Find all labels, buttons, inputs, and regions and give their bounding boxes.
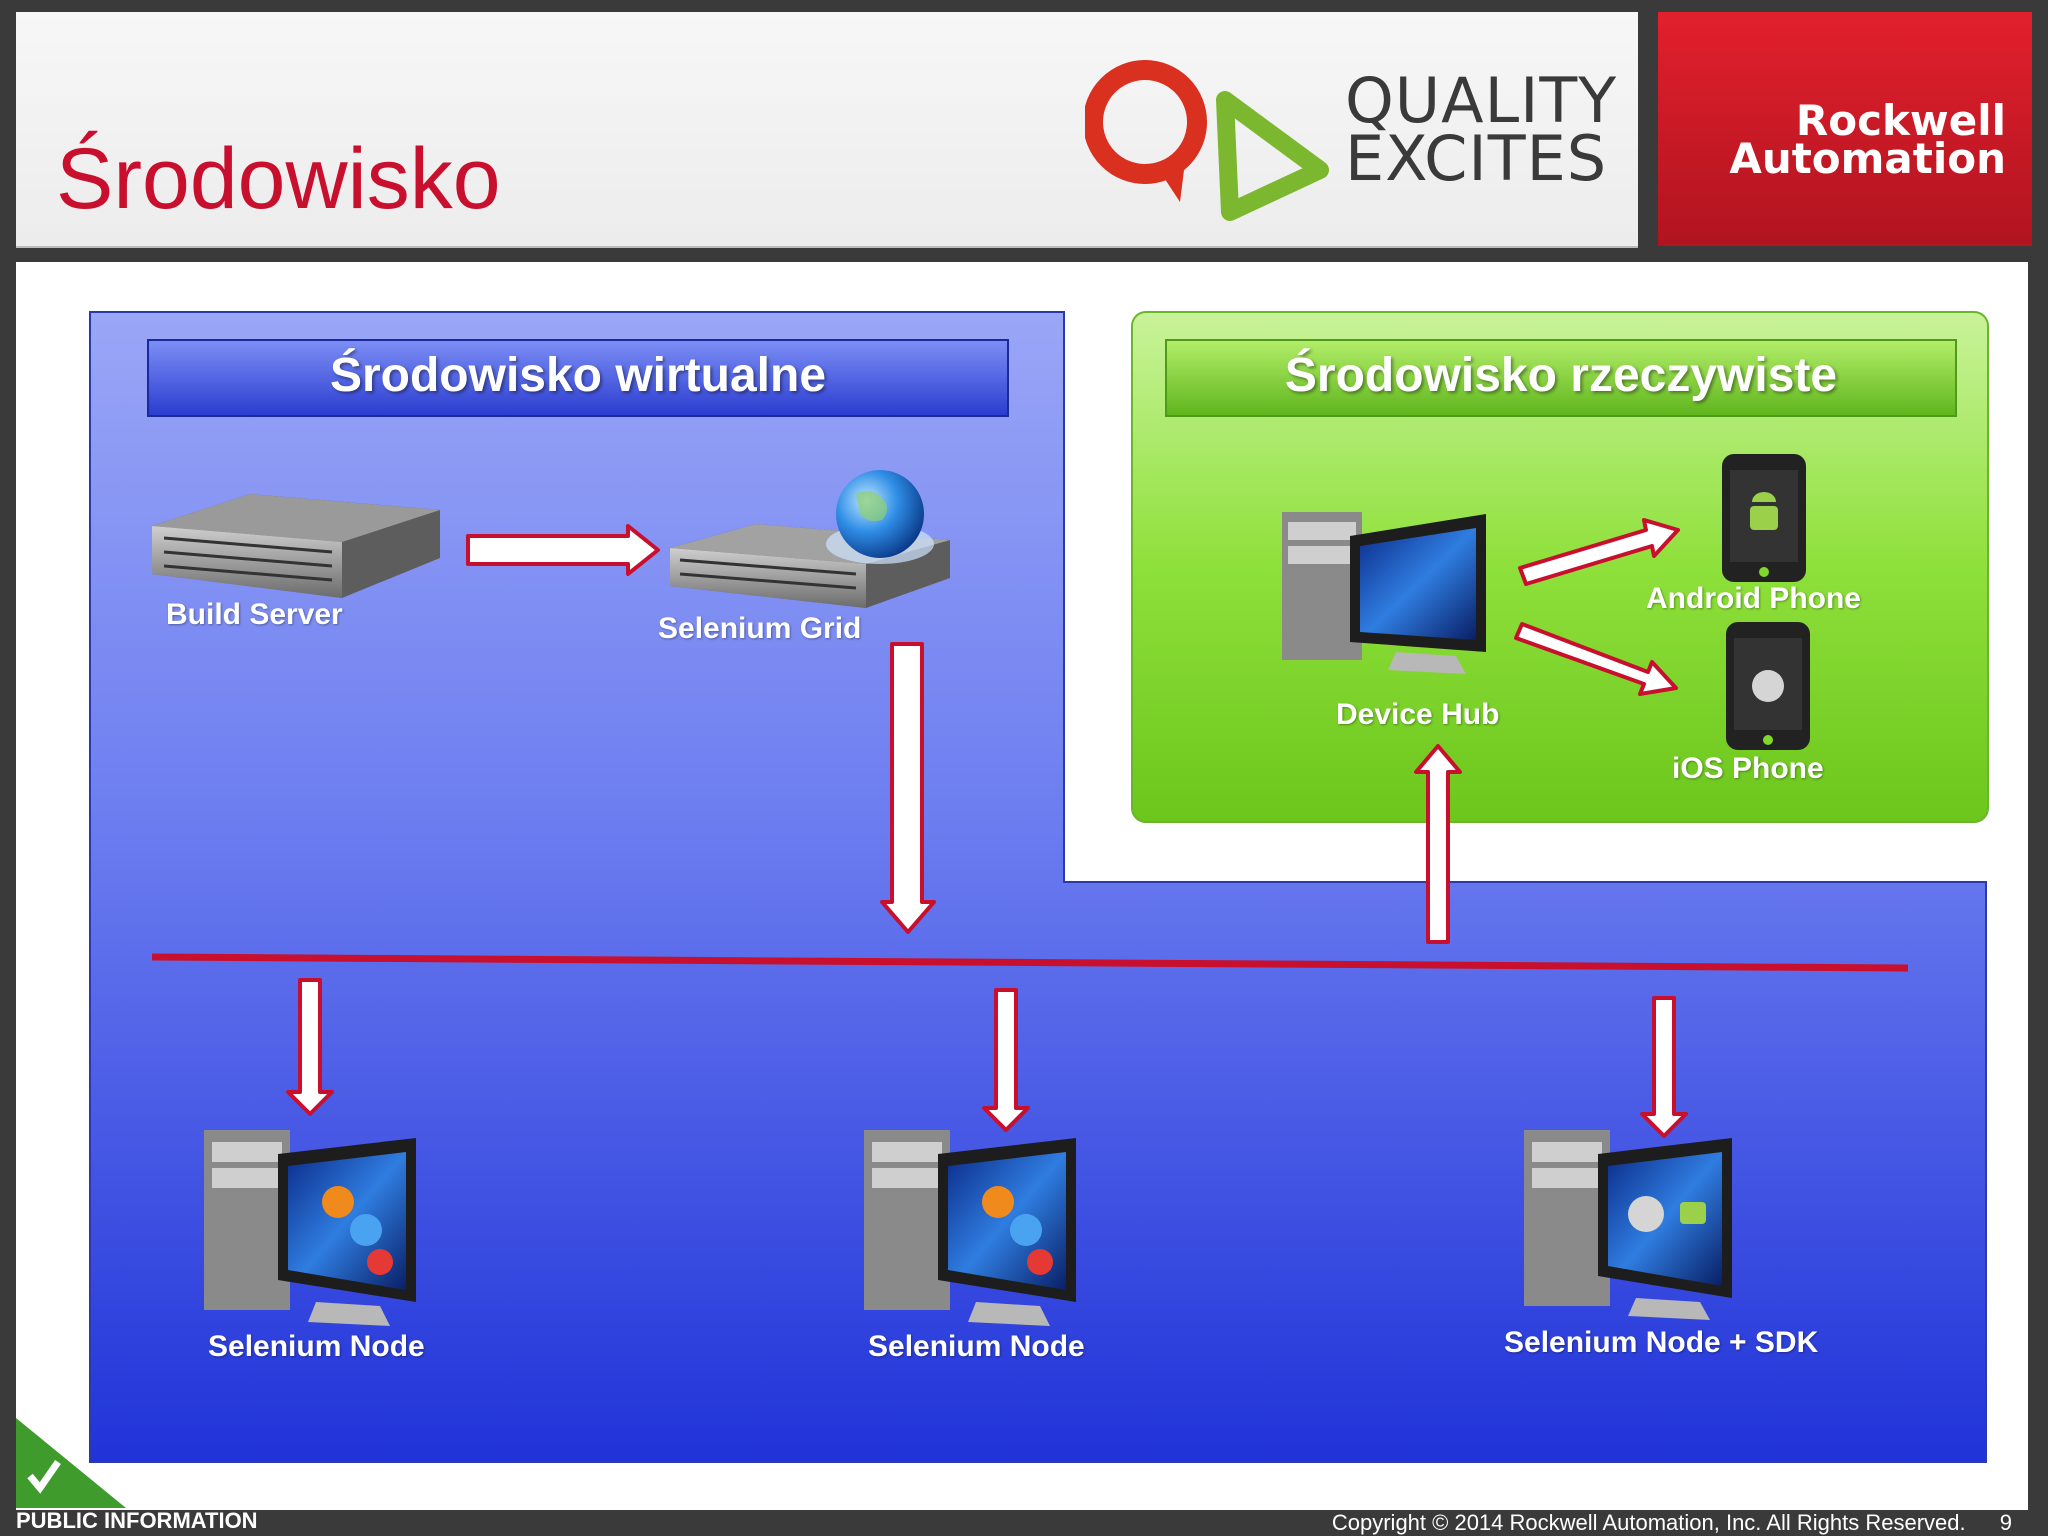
- brand-line-1: Rockwell: [1795, 96, 2006, 145]
- header-band: [16, 12, 1638, 248]
- brand-line-2: Automation: [1729, 134, 2006, 183]
- selenium-node-1-computer-icon: [204, 1130, 416, 1326]
- page-number: 9: [1999, 1510, 2012, 1535]
- public-information-label: PUBLIC INFORMATION: [16, 1508, 258, 1533]
- copyright-text: Copyright © 2014 Rockwell Automation, In…: [1331, 1510, 1966, 1535]
- device-hub-label: Device Hub: [1336, 698, 1500, 731]
- ios-phone-icon: [1726, 622, 1810, 750]
- selenium-node-2-computer-icon: [864, 1130, 1076, 1326]
- android-phone-label: Android Phone: [1646, 582, 1861, 615]
- selenium-node-sdk-label: Selenium Node + SDK: [1504, 1326, 1819, 1359]
- arrow-hub-to-ios: [1514, 622, 1678, 696]
- quality-excites-wordmark: QUALITY EXCITES: [1345, 64, 1618, 195]
- virtual-title-bar: [147, 339, 1009, 417]
- network-bus-line: [151, 953, 1909, 972]
- selenium-node-sdk-computer-icon: [1524, 1130, 1732, 1320]
- slide-body: Środowisko wirtualne Środowisko rzeczywi…: [16, 262, 2028, 1510]
- selenium-node-2-label: Selenium Node: [868, 1330, 1085, 1363]
- page-title: Środowisko: [56, 131, 501, 227]
- wordmark-line-2: EXCITES: [1345, 122, 1608, 195]
- ios-phone-label: iOS Phone: [1672, 752, 1824, 785]
- selenium-node-1-label: Selenium Node: [208, 1330, 425, 1363]
- arrow-grid-to-bus: [880, 642, 936, 934]
- build-server-icon: [152, 494, 440, 598]
- diagram-canvas: [89, 311, 1989, 1463]
- arrow-hub-to-android: [1518, 518, 1680, 586]
- arrow-bus-to-device-hub: [1414, 744, 1462, 944]
- build-server-label: Build Server: [166, 598, 343, 631]
- arrow-build-to-grid: [466, 524, 660, 576]
- rockwell-logo: Rockwell Automation: [1729, 96, 2006, 183]
- arrow-bus-to-node-3: [1640, 996, 1688, 1138]
- quality-excites-logo-icon: [1085, 60, 1329, 221]
- copyright-footer: Copyright © 2014 Rockwell Automation, In…: [1332, 1510, 2012, 1536]
- rockwell-brand-box: Rockwell Automation: [1658, 12, 2032, 246]
- virtual-environment-title: Środowisko wirtualne: [329, 349, 827, 402]
- real-environment-title: Środowisko rzeczywiste: [1284, 349, 1838, 402]
- arrow-bus-to-node-2: [982, 988, 1030, 1132]
- real-title-bar: [1165, 339, 1957, 417]
- selenium-grid-icon: [670, 470, 950, 608]
- checkmark-badge-icon: [16, 1418, 126, 1508]
- wordmark-line-1: QUALITY: [1345, 64, 1618, 137]
- arrow-bus-to-node-1: [286, 978, 334, 1116]
- selenium-grid-label: Selenium Grid: [658, 612, 862, 645]
- device-hub-computer-icon: [1282, 512, 1486, 674]
- android-phone-icon: [1722, 454, 1806, 582]
- virtual-environment-panel: [89, 311, 1987, 1463]
